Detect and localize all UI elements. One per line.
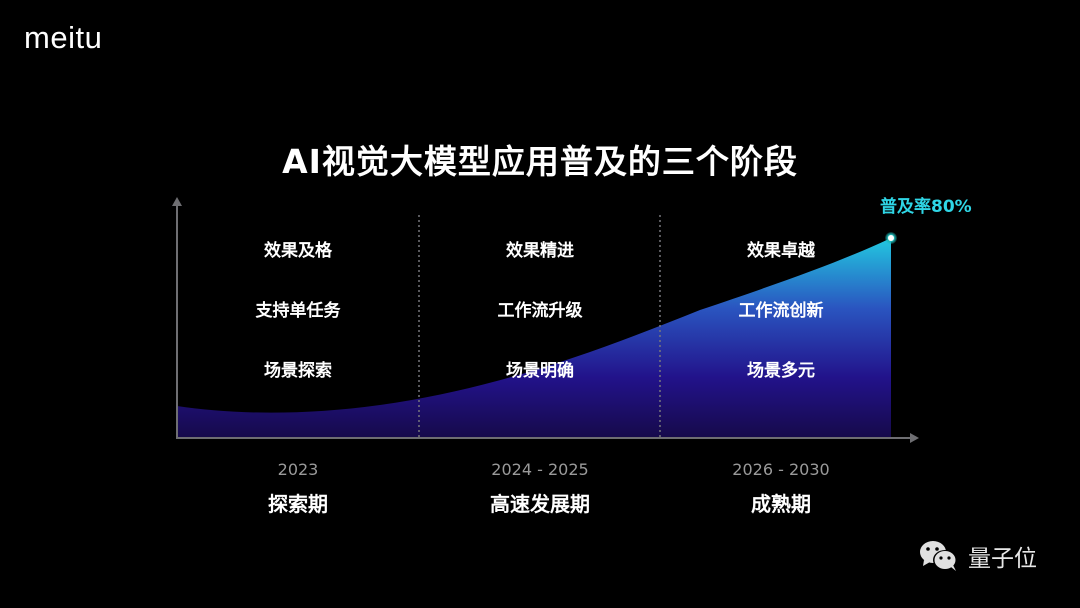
stage-2-years: 2024 - 2025 [491,460,589,479]
stage-1-name: 探索期 [268,492,328,516]
stage-1-point-1: 效果及格 [264,241,332,261]
wechat-icon [920,541,957,571]
stage-2-name: 高速发展期 [490,492,590,516]
y-axis-arrow-icon [172,197,182,206]
stage-1-point-2: 支持单任务 [255,301,341,321]
x-axis-arrow-icon [910,433,919,443]
stage-3-point-2: 工作流创新 [738,301,824,321]
stage-2-point-2: 工作流升级 [497,301,583,321]
stage-1-point-3: 场景探索 [264,361,332,381]
meitu-logo: meitu [24,20,103,55]
watermark: 量子位 [918,538,1037,574]
stage-3-name: 成熟期 [751,492,811,516]
stage-3-point-1: 效果卓越 [747,241,815,261]
stage-1-years: 2023 [277,460,319,479]
stage-3-years: 2026 - 2030 [732,460,830,479]
adoption-area [177,238,891,438]
slide-title: AI视觉大模型应用普及的三个阶段 [282,142,798,181]
stage-2-point-3: 场景明确 [506,361,574,381]
endpoint-dot-icon [885,232,897,244]
watermark-text: 量子位 [968,546,1037,572]
stage-2-point-1: 效果精进 [506,241,574,261]
adoption-rate-label: 普及率80% [880,197,972,217]
stage-3-point-3: 场景多元 [747,361,815,381]
